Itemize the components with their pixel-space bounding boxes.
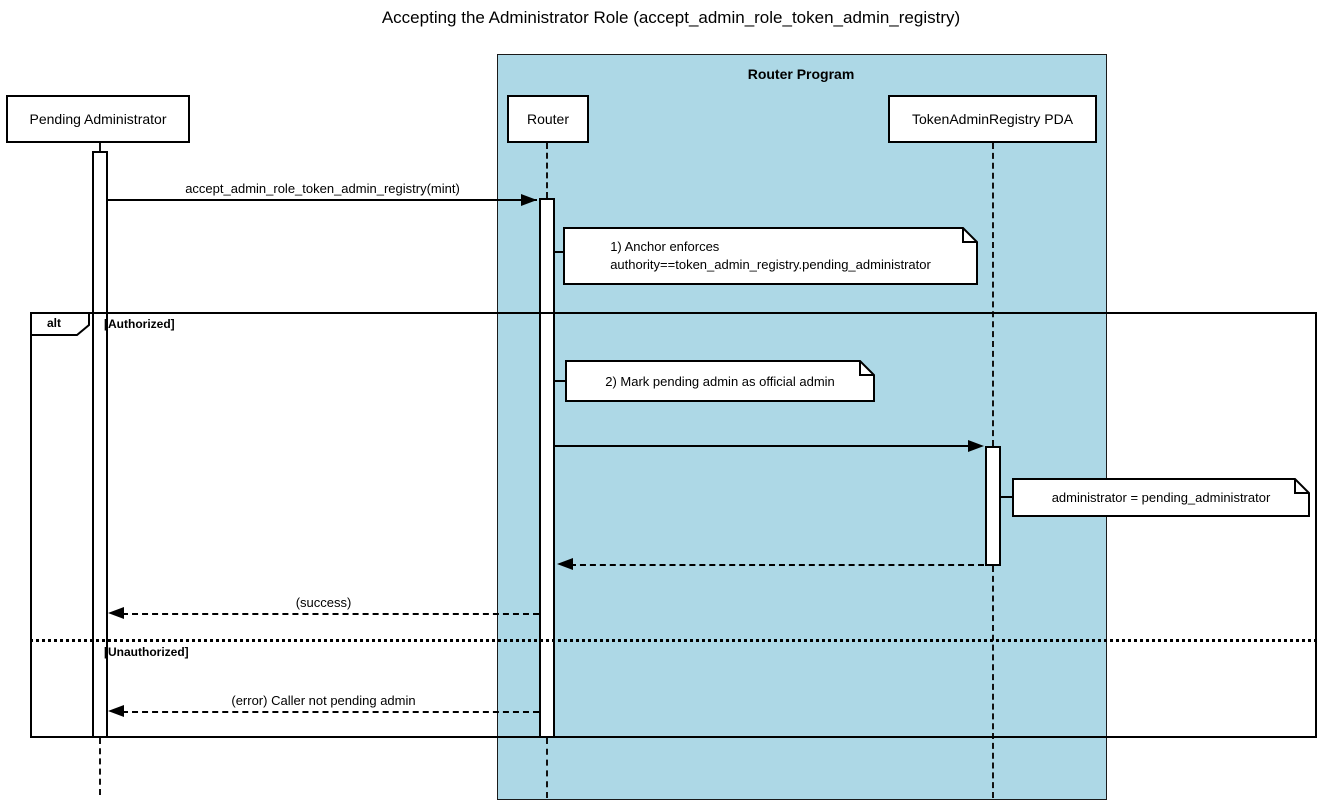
arrowhead-icon: [968, 440, 984, 452]
message-success-line: [122, 613, 539, 615]
participant-router-label: Router: [526, 111, 570, 127]
guard-unauthorized: [Unauthorized]: [104, 645, 189, 659]
message-set-admin-line: [555, 445, 970, 447]
note-connector: [554, 380, 565, 382]
note-administrator-assignment: administrator = pending_administrator: [1012, 478, 1310, 517]
alt-operator-tab: alt: [30, 312, 92, 342]
activation-router: [539, 198, 555, 738]
lifeline-token-admin-registry-pda-bottom: [992, 566, 994, 798]
arrowhead-icon: [108, 607, 124, 619]
lifeline-token-admin-registry-pda-top: [992, 143, 994, 446]
note-connector: [1000, 496, 1012, 498]
message-error-line: [122, 711, 539, 713]
lifeline-pending-administrator-top: [99, 143, 101, 151]
participant-pending-administrator: Pending Administrator: [6, 95, 190, 143]
note-mark-official-admin-text: 2) Mark pending admin as official admin: [565, 360, 875, 402]
alt-section-divider: [30, 639, 1317, 642]
router-program-label: Router Program: [747, 66, 855, 82]
note-anchor-enforces: 1) Anchor enforces authority==token_admi…: [563, 227, 978, 285]
message-accept-admin-role-label: accept_admin_role_token_admin_registry(m…: [185, 181, 460, 196]
participant-router: Router: [507, 95, 589, 143]
guard-authorized: [Authorized]: [104, 317, 175, 331]
arrowhead-icon: [521, 194, 537, 206]
note-line: 2) Mark pending admin as official admin: [605, 373, 835, 389]
note-anchor-enforces-text: 1) Anchor enforces authority==token_admi…: [563, 227, 978, 285]
message-success-label: (success): [295, 595, 352, 610]
note-connector: [554, 251, 563, 253]
note-line: 1) Anchor enforces: [610, 239, 720, 254]
message-accept-admin-role-line: [108, 199, 537, 201]
note-mark-official-admin: 2) Mark pending admin as official admin: [565, 360, 875, 402]
message-return-to-router-line: [570, 564, 984, 566]
message-error-label: (error) Caller not pending admin: [231, 693, 416, 708]
participant-pending-administrator-label: Pending Administrator: [29, 111, 167, 127]
note-line: administrator = pending_administrator: [1051, 490, 1271, 505]
lifeline-pending-administrator-bottom: [99, 738, 101, 795]
router-program-frame: [497, 54, 1107, 800]
note-administrator-assignment-text: administrator = pending_administrator: [1012, 478, 1310, 517]
activation-token-admin-registry-pda: [985, 446, 1001, 566]
diagram-title: Accepting the Administrator Role (accept…: [381, 8, 961, 27]
lifeline-router-bottom: [546, 738, 548, 798]
arrowhead-icon: [108, 705, 124, 717]
participant-token-admin-registry-pda-label: TokenAdminRegistry PDA: [911, 111, 1074, 127]
arrowhead-icon: [557, 558, 573, 570]
alt-operator-label: alt: [46, 316, 61, 330]
note-line: authority==token_admin_registry.pending_…: [610, 257, 931, 272]
participant-token-admin-registry-pda: TokenAdminRegistry PDA: [888, 95, 1097, 143]
lifeline-router-top: [546, 143, 548, 198]
